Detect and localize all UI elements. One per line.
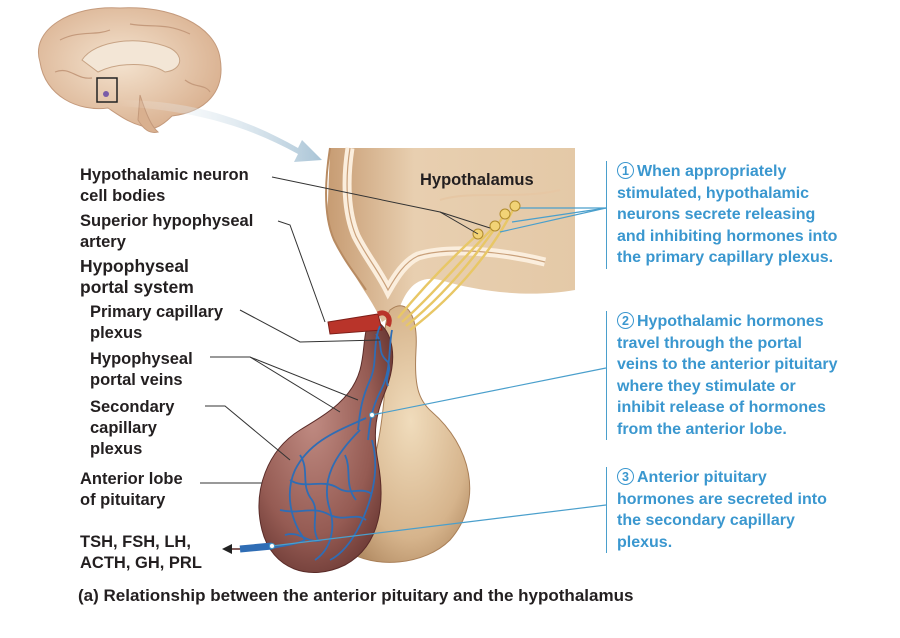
step-line: plexus. bbox=[617, 533, 673, 551]
label-line: Hypothalamic neuron bbox=[80, 166, 249, 184]
hypophyseal-portal-veins bbox=[271, 325, 393, 561]
step-line: hormones are secreted into bbox=[617, 490, 827, 508]
label-line: Superior hypophyseal bbox=[80, 212, 254, 230]
step-text: Hypothalamic hormones bbox=[637, 313, 824, 330]
label-line: Anterior lobe bbox=[80, 470, 183, 488]
label-superior-hypophyseal-artery: Superior hypophyseal artery bbox=[80, 211, 253, 253]
step-line: from the anterior lobe. bbox=[617, 420, 787, 438]
step-line: travel through the portal bbox=[617, 334, 802, 352]
label-line: cell bodies bbox=[80, 187, 166, 205]
label-line: ACTH, GH, PRL bbox=[80, 554, 202, 572]
label-primary-capillary-plexus: Primary capillary plexus bbox=[90, 302, 223, 344]
superior-hypophyseal-artery bbox=[327, 313, 383, 335]
label-anterior-lobe: Anterior lobe of pituitary bbox=[80, 469, 183, 511]
label-hypophyseal-portal-system: Hypophyseal portal system bbox=[80, 256, 194, 298]
label-line: Secondary bbox=[90, 398, 175, 416]
step-line: the primary capillary plexus. bbox=[617, 249, 834, 266]
step-number-badge: 1 bbox=[617, 162, 634, 179]
label-line: Hypophyseal bbox=[80, 256, 189, 276]
brain-thumbnail-icon bbox=[38, 7, 222, 133]
label-neuron-cell-bodies: Hypothalamic neuron cell bodies bbox=[80, 165, 249, 207]
step-leader-lines bbox=[271, 207, 607, 547]
step-text: Anterior pituitary bbox=[637, 469, 767, 486]
step-line: inhibit release of hormones bbox=[617, 399, 826, 416]
step-line: the secondary capillary bbox=[617, 512, 795, 529]
outflow-arrowhead-icon bbox=[222, 544, 232, 554]
step-line: veins to the anterior pituitary bbox=[617, 356, 838, 373]
step-line: stimulated, hypothalamic bbox=[617, 184, 810, 202]
step-line: neurons secrete releasing bbox=[617, 206, 816, 223]
label-line: artery bbox=[80, 233, 126, 251]
step-text: When appropriately bbox=[637, 163, 787, 180]
figure-caption: (a) Relationship between the anterior pi… bbox=[78, 586, 634, 605]
zoom-arrow-icon bbox=[118, 100, 322, 162]
label-line: portal veins bbox=[90, 371, 183, 389]
anterior-lobe bbox=[258, 317, 394, 573]
label-secondary-capillary-plexus: Secondary capillary plexus bbox=[90, 397, 174, 460]
step-number-badge: 2 bbox=[617, 312, 634, 329]
label-line: portal system bbox=[80, 277, 194, 297]
label-line: TSH, FSH, LH, bbox=[80, 533, 191, 551]
label-line: plexus bbox=[90, 440, 143, 458]
step-line: where they stimulate or bbox=[617, 377, 796, 395]
label-line: Hypophyseal bbox=[90, 350, 193, 368]
label-leader-lines bbox=[200, 176, 491, 484]
step-number-badge: 3 bbox=[617, 468, 634, 485]
step-line: and inhibiting hormones into bbox=[617, 227, 838, 245]
hormone-outflow-vein bbox=[239, 542, 273, 553]
label-hypophyseal-portal-veins: Hypophyseal portal veins bbox=[90, 349, 193, 391]
label-line: plexus bbox=[90, 324, 143, 342]
label-hormones: TSH, FSH, LH, ACTH, GH, PRL bbox=[80, 532, 202, 574]
label-hypothalamus: Hypothalamus bbox=[420, 171, 534, 189]
label-line: capillary bbox=[90, 419, 157, 437]
label-line: of pituitary bbox=[80, 491, 166, 509]
label-line: Primary capillary bbox=[90, 303, 223, 321]
